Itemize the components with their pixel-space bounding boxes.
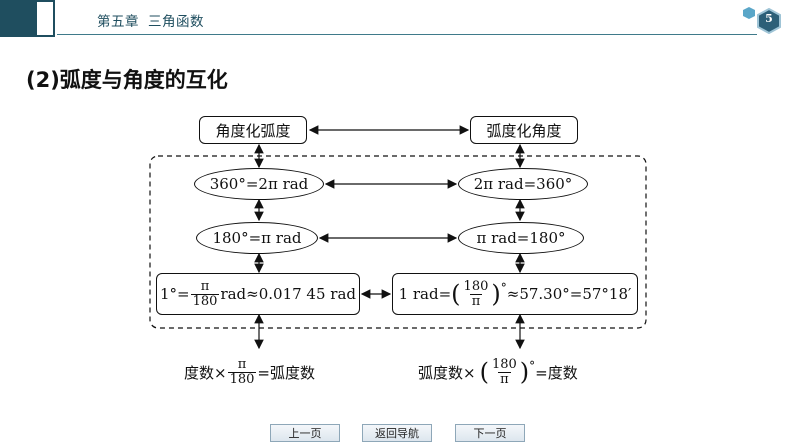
row3-right-degree: ° bbox=[500, 281, 507, 295]
row2-left-ellipse: 180°=π rad bbox=[196, 222, 318, 254]
formula-right-fraction: 180 π bbox=[490, 358, 519, 386]
section-heading: (2)弧度与角度的互化 bbox=[26, 68, 228, 92]
prev-page-button[interactable]: 上一页 bbox=[270, 424, 340, 442]
row3-left-frac-den: 180 bbox=[190, 293, 220, 309]
degree-to-radian-title: 角度化弧度 bbox=[199, 116, 307, 144]
row2-right-ellipse: π rad=180° bbox=[458, 222, 584, 254]
formula-degree-to-radian: 度数× π 180 =弧度数 bbox=[184, 354, 315, 390]
row1-left-ellipse: 360°=2π rad bbox=[194, 168, 324, 200]
formula-right-frac-num: 180 bbox=[491, 356, 517, 372]
row3-left-box: 1°= π 180 rad≈0.017 45 rad bbox=[156, 273, 360, 315]
chapter-title: 三角函数 bbox=[148, 14, 204, 30]
row3-left-prefix: 1°= bbox=[159, 285, 190, 303]
formula-right-degree: ° bbox=[529, 359, 536, 373]
formula-right-prefix: 弧度数× bbox=[418, 363, 476, 382]
chapter-label: 第五章 bbox=[97, 14, 139, 30]
formula-right-paren-close: ) bbox=[519, 358, 530, 386]
row3-right-paren-open: ( bbox=[451, 280, 461, 308]
back-to-nav-button[interactable]: 返回导航 bbox=[362, 424, 432, 442]
row3-right-prefix: 1 rad= bbox=[398, 285, 452, 303]
formula-radian-to-degree: 弧度数× ( 180 π ) ° =度数 bbox=[418, 352, 578, 392]
next-page-button[interactable]: 下一页 bbox=[455, 424, 525, 442]
formula-left-frac-num: π bbox=[237, 356, 247, 372]
header-divider bbox=[57, 34, 757, 35]
header-decoration-block bbox=[0, 0, 37, 37]
radian-to-degree-title: 弧度化角度 bbox=[470, 116, 578, 144]
row3-right-suffix: ≈57.30°=57°18′ bbox=[506, 285, 632, 303]
formula-right-paren-open: ( bbox=[479, 358, 489, 386]
formula-left-fraction: π 180 bbox=[227, 356, 257, 387]
row3-right-frac-num: 180 bbox=[463, 278, 489, 294]
page-number-badge-icon bbox=[757, 8, 781, 34]
row3-right-fraction: 180 π bbox=[462, 280, 491, 308]
row3-left-fraction: π 180 bbox=[190, 278, 220, 309]
row3-left-suffix: rad≈0.017 45 rad bbox=[220, 285, 357, 303]
badge-accent-icon bbox=[743, 7, 755, 19]
page-number: 5 bbox=[765, 12, 773, 25]
formula-left-prefix: 度数× bbox=[184, 363, 227, 382]
formula-right-suffix: =度数 bbox=[535, 363, 578, 382]
row3-left-frac-num: π bbox=[200, 278, 210, 294]
row1-right-ellipse: 2π rad=360° bbox=[458, 168, 588, 200]
row3-right-paren-close: ) bbox=[491, 280, 501, 308]
row3-right-frac-den: π bbox=[469, 293, 483, 309]
row3-right-box: 1 rad= ( 180 π ) ° ≈57.30°=57°18′ bbox=[392, 273, 638, 315]
formula-right-frac-den: π bbox=[498, 371, 511, 387]
formula-left-suffix: =弧度数 bbox=[257, 363, 315, 382]
formula-left-frac-den: 180 bbox=[227, 371, 257, 387]
